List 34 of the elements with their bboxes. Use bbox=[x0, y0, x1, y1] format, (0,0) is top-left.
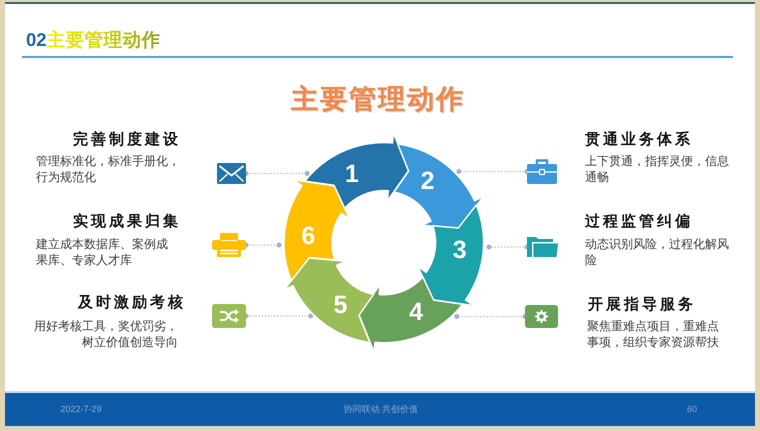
printer-icon bbox=[212, 233, 246, 257]
footer-text: 协同联动 共创价值 bbox=[342, 403, 420, 415]
footer-text: 60 bbox=[686, 403, 698, 415]
item-heading: 实现成果归集 bbox=[72, 212, 181, 232]
item-heading: 及时激励考核 bbox=[76, 293, 186, 313]
curved-arrow-segment bbox=[305, 133, 409, 209]
step-number: 3 bbox=[452, 236, 467, 263]
step-number: 5 bbox=[333, 292, 348, 318]
item-description: 管理标准化，标准手册化，行为规范化 bbox=[36, 154, 181, 185]
step-number: 6 bbox=[301, 223, 316, 250]
step-number: 4 bbox=[409, 298, 424, 325]
item-heading: 过程监管纠偏 bbox=[585, 212, 694, 232]
gear-icon bbox=[525, 305, 558, 328]
briefcase-icon bbox=[527, 159, 557, 184]
dotted-leader-line bbox=[454, 314, 528, 319]
step-number: 1 bbox=[344, 161, 359, 188]
envelope-icon bbox=[217, 163, 246, 184]
item-description: 上下贯通，指挥灵便，信息通畅 bbox=[585, 154, 730, 185]
footer-text: 2022-7-29 bbox=[59, 403, 103, 415]
dotted-leader-line bbox=[486, 244, 530, 250]
item-description: 用好考核工具，奖优罚劣，树立价值创造导向 bbox=[33, 319, 178, 350]
item-heading: 贯通业务体系 bbox=[585, 130, 694, 150]
item-description: 建立成本数据库、案例成果库、专家人才库 bbox=[36, 237, 169, 268]
curved-arrow-segment bbox=[284, 258, 374, 342]
folder-icon bbox=[527, 237, 558, 257]
curved-arrow-segment bbox=[394, 144, 484, 228]
item-description: 动态识别风险，过程化解风险 bbox=[585, 237, 730, 268]
shuffle-icon bbox=[212, 304, 246, 328]
diagram-heading: 主要管理动作 bbox=[290, 83, 466, 116]
item-heading: 开展指导服务 bbox=[588, 295, 697, 315]
dotted-leader-line bbox=[456, 169, 530, 174]
item-heading: 完善制度建设 bbox=[72, 130, 181, 150]
step-number: 2 bbox=[420, 168, 435, 194]
item-description: 聚焦重难点项目，重难点事项，组织专家资源帮扶 bbox=[587, 319, 720, 350]
